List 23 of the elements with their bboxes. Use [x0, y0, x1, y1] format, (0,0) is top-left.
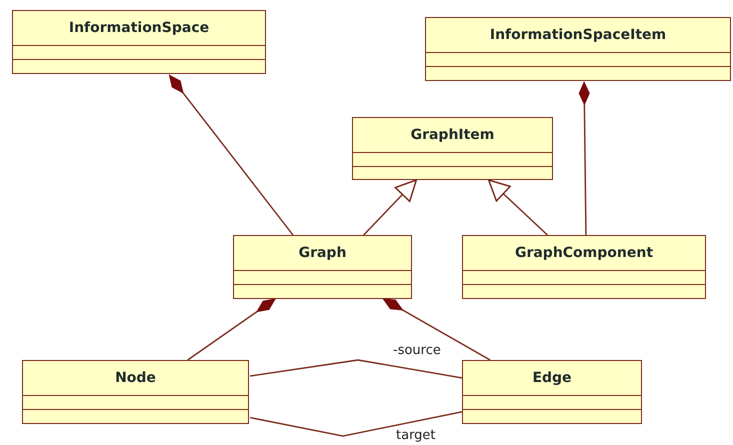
class-name: InformationSpaceItem	[490, 27, 666, 43]
class-name: Edge	[532, 370, 572, 386]
class-box	[425, 17, 731, 81]
class-box	[462, 235, 706, 299]
class-name: GraphComponent	[514, 245, 654, 261]
generalization-arrow	[363, 179, 418, 236]
composition-line	[187, 298, 276, 361]
generalization-arrow	[488, 179, 548, 236]
class-box	[462, 360, 642, 424]
class-name: InformationSpace	[68, 20, 210, 36]
association-line	[250, 411, 462, 437]
class-name: Graph	[298, 245, 346, 261]
composition-line	[382, 298, 490, 361]
composition-line	[578, 82, 590, 235]
association-line	[250, 359, 462, 379]
edge-label: target	[395, 429, 437, 443]
class-box	[22, 360, 249, 424]
class-name: Node	[115, 370, 156, 386]
composition-line	[168, 74, 294, 236]
class-box	[12, 10, 266, 74]
class-box	[233, 235, 412, 299]
class-box	[352, 117, 553, 180]
class-name: GraphItem	[410, 127, 494, 143]
